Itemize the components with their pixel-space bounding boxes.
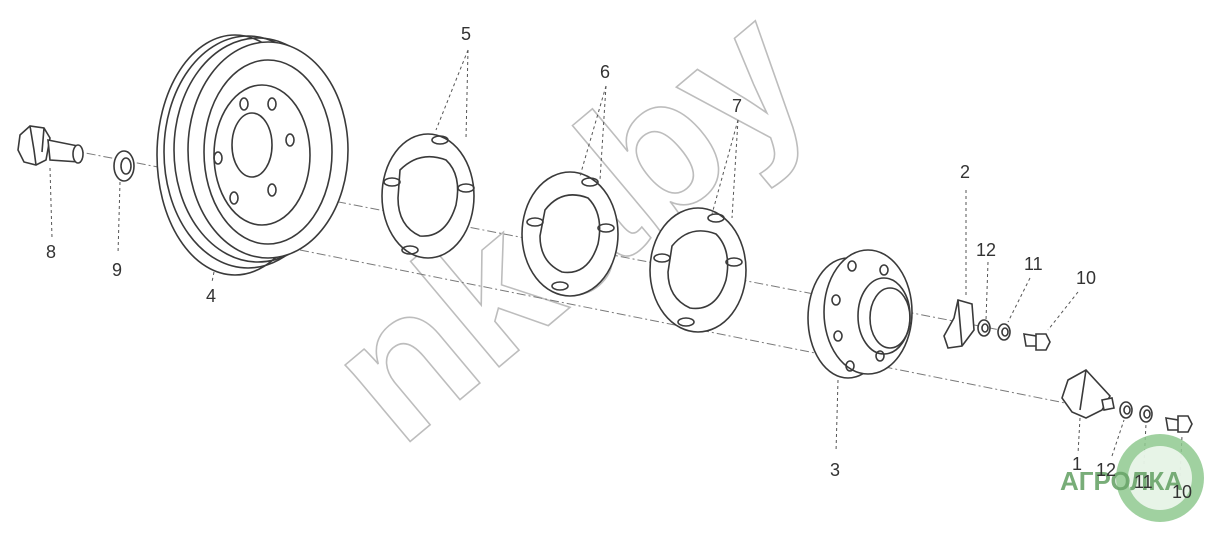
callout-part-11-upper: 11 bbox=[1024, 254, 1043, 274]
pulley-part-4 bbox=[156, 34, 349, 283]
callout-part-12-lower: 12 bbox=[1096, 460, 1116, 480]
bolt-part-8 bbox=[17, 125, 84, 239]
fasteners-upper bbox=[977, 261, 1079, 351]
callout-part-3: 3 bbox=[830, 460, 840, 480]
callout-part-8: 8 bbox=[46, 242, 56, 262]
callout-part-6: 6 bbox=[600, 62, 610, 82]
callout-part-12-upper: 12 bbox=[976, 240, 996, 260]
callout-part-10-upper: 10 bbox=[1076, 268, 1096, 288]
hub-part-3 bbox=[807, 249, 913, 453]
callout-part-4: 4 bbox=[206, 286, 216, 306]
bracket-part-1 bbox=[1061, 368, 1115, 455]
bracket-part-2 bbox=[943, 190, 975, 349]
callout-part-10-lower: 10 bbox=[1172, 482, 1192, 502]
agro-logo-text: АГРОЛКА bbox=[1060, 466, 1183, 496]
callout-part-11-lower: 11 bbox=[1134, 472, 1153, 492]
callout-part-9: 9 bbox=[112, 260, 122, 280]
callout-part-5: 5 bbox=[461, 24, 471, 44]
washer-part-9 bbox=[113, 150, 135, 255]
plate-part-5 bbox=[381, 49, 475, 259]
callout-part-7: 7 bbox=[732, 96, 742, 116]
plate-part-6 bbox=[521, 85, 619, 297]
callout-part-1: 1 bbox=[1072, 454, 1082, 474]
agro-logo: АГРОЛКА bbox=[1060, 434, 1204, 522]
plate-part-7 bbox=[649, 119, 747, 333]
fasteners-lower bbox=[1111, 401, 1193, 477]
callout-part-2: 2 bbox=[960, 162, 970, 182]
